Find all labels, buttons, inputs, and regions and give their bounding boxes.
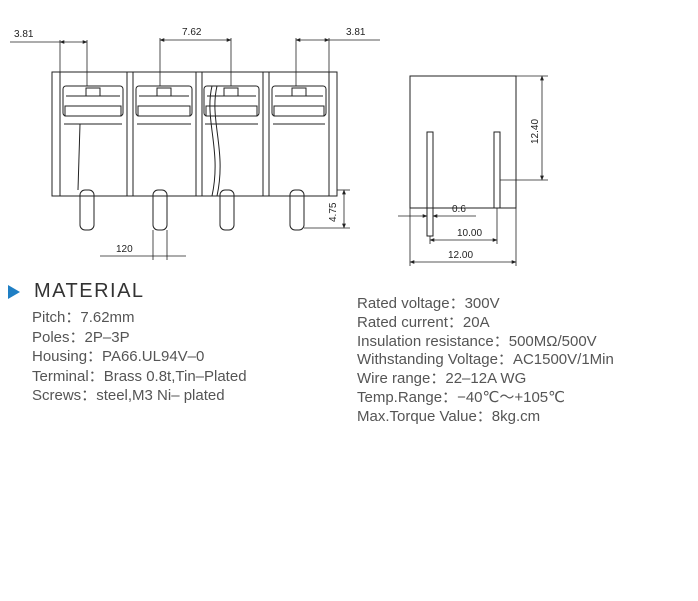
spec-value: 22–12A WG [445,370,527,388]
material-title: MATERIAL [34,280,145,302]
spec-row-withstanding: Withstanding Voltage：AC1500V/1Min [357,351,614,370]
spec-row-rated-current: Rated current：20A [357,314,614,333]
dim-left-edge: 3.81 [14,29,34,40]
technical-drawing: 3.81 7.62 3.81 4.75 120 12.40 0.6 10.00 … [10,27,548,266]
material-row-screws: Screws：steel,M3 Ni– plated [32,386,247,406]
break-line [209,85,216,197]
side-pin-right [493,131,501,209]
material-header: MATERIAL [8,280,145,303]
spec-label: Max.Torque Value： [357,407,492,425]
front-housing-outline [51,71,338,197]
front-dimensions [10,38,380,260]
material-label: Screws： [32,387,97,404]
material-label: Terminal： [32,367,104,385]
spec-row-wire-range: Wire range：22–12A WG [357,370,614,389]
spec-row-insulation: Insulation resistance：500MΩ/500V [357,333,614,352]
spec-label: Rated current： [357,313,463,331]
spec-row-torque: Max.Torque Value：8kg.cm [357,408,614,427]
spec-label: Rated voltage： [357,295,465,312]
dim-inner-width: 10.00 [457,228,482,239]
material-value: 7.62mm [80,309,135,326]
side-pin-left [426,131,434,237]
screw-terminal-3 [203,85,260,231]
material-label: Pitch： [32,309,81,326]
dim-pin-width: 0.6 [452,204,466,215]
dim-pitch: 7.62 [182,27,202,38]
material-row-pitch: Pitch：7.62mm [32,308,247,328]
material-label: Housing： [32,348,103,365]
material-value: PA66.UL94V–0 [102,348,205,365]
side-housing-outline [409,75,517,209]
spec-label: Temp.Range： [357,388,458,406]
spec-label: Insulation resistance： [357,332,509,350]
screw-terminal-2 [135,85,193,231]
spec-value: 8kg.cm [491,407,541,425]
dim-pin-label: 120 [116,244,133,255]
material-value: 2P–3P [84,328,130,346]
material-row-poles: Poles：2P–3P [32,328,247,348]
triangle-bullet-icon [8,284,20,299]
dim-right-edge: 3.81 [346,27,366,38]
dim-side-height: 12.40 [530,119,541,144]
material-row-housing: Housing：PA66.UL94V–0 [32,347,247,367]
spec-value: 20A [462,313,490,331]
screw-terminal-4 [271,85,327,231]
spec-value: AC1500V/1Min [512,351,614,369]
spec-value: 500MΩ/500V [508,332,597,350]
front-view [51,71,338,231]
material-value: steel,M3 Ni– plated [96,387,225,404]
spec-value: 300V [464,295,500,312]
spec-row-temp-range: Temp.Range：−40℃～+105℃ [357,389,614,408]
material-value: Brass 0.8t,Tin–Plated [103,367,247,385]
material-label: Poles： [32,328,85,346]
spec-label: Wire range： [357,370,446,388]
front-partitions [126,72,330,196]
dim-pin-length: 4.75 [328,202,339,222]
spec-list: Rated voltage：300V Rated current：20A Ins… [357,295,614,427]
screw-terminal-1 [62,85,124,231]
spec-label: Withstanding Voltage： [357,351,513,369]
dim-outer-width: 12.00 [448,250,473,261]
side-dimensions [398,75,548,266]
spec-value: −40℃～+105℃ [457,388,565,406]
material-row-terminal: Terminal：Brass 0.8t,Tin–Plated [32,367,247,387]
spec-row-rated-voltage: Rated voltage：300V [357,295,614,314]
material-list: Pitch：7.62mm Poles：2P–3P Housing：PA66.UL… [32,308,247,406]
